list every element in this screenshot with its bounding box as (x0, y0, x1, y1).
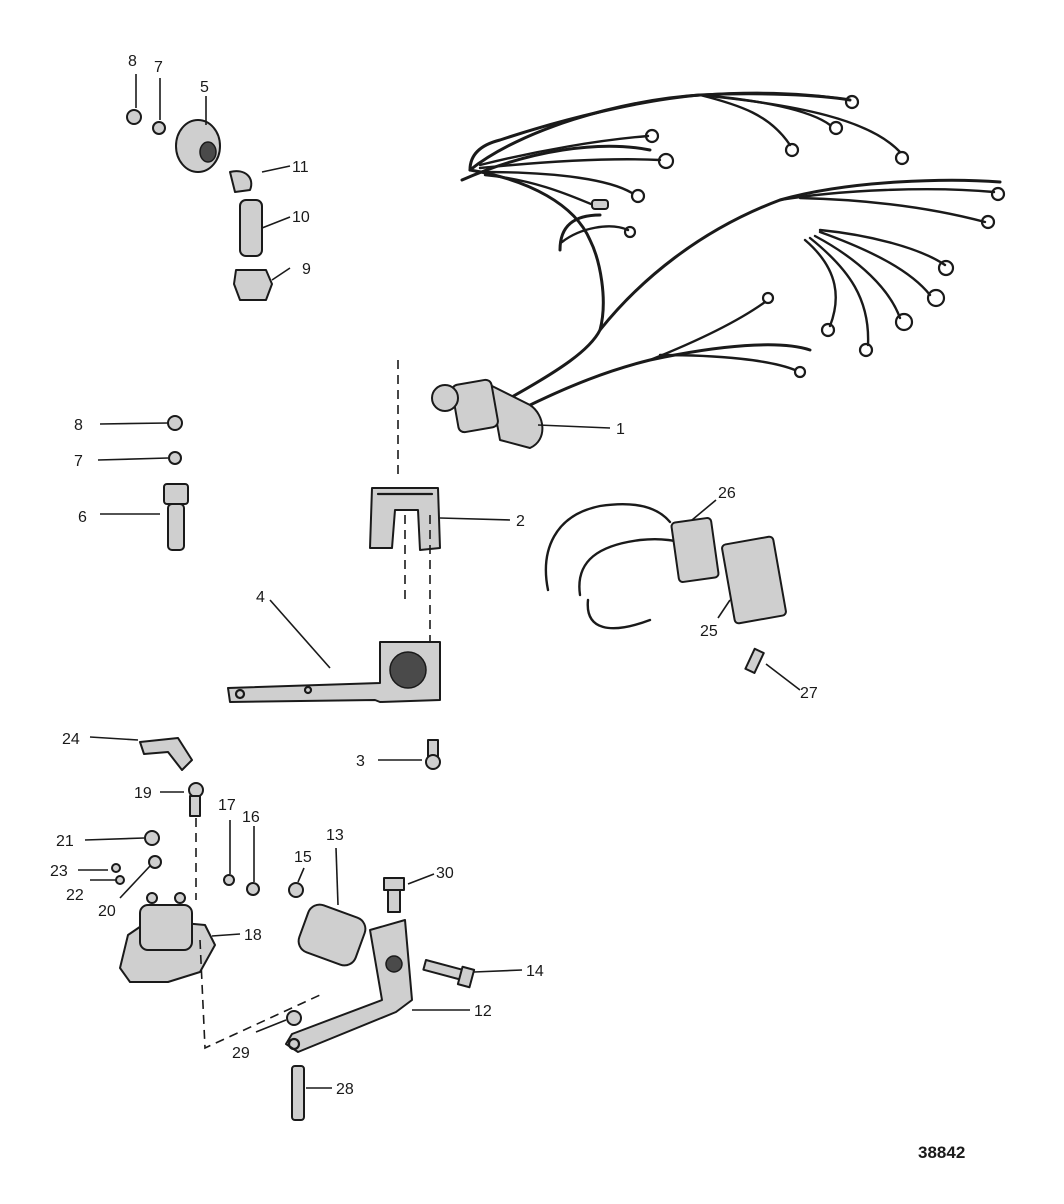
callout-27: 27 (800, 685, 818, 702)
callout-8-top: 8 (128, 53, 137, 70)
callout-24: 24 (62, 731, 80, 748)
leader-lines (78, 74, 801, 1089)
regulator-assembly (544, 503, 787, 674)
callout-29: 29 (232, 1045, 250, 1062)
bolt-30 (383, 877, 405, 913)
callout-21: 21 (56, 833, 74, 850)
screw (425, 739, 441, 770)
slave-solenoid (223, 874, 367, 967)
callout-6: 6 (78, 509, 87, 526)
callout-9: 9 (302, 261, 311, 278)
figure-number: 38842 (918, 1143, 965, 1162)
temperature-sender (163, 415, 189, 551)
callout-28: 28 (336, 1081, 354, 1098)
callout-13: 13 (326, 827, 344, 844)
callout-12: 12 (474, 1003, 492, 1020)
bolt-14 (422, 958, 476, 989)
callout-14: 14 (526, 963, 544, 980)
assembly-guide-line (397, 360, 431, 645)
mounting-bracket (227, 641, 441, 703)
callout-19: 19 (134, 785, 152, 802)
callout-labels: 8 7 5 11 10 9 1 8 7 6 2 26 4 25 27 24 3 … (50, 53, 965, 1162)
callout-20: 20 (98, 903, 116, 920)
callout-3: 3 (356, 753, 365, 770)
wiring-harness (431, 91, 1006, 449)
pressure-sender (126, 109, 273, 301)
callout-11: 11 (292, 159, 309, 176)
callout-10: 10 (292, 209, 310, 226)
callout-7-mid: 7 (74, 453, 83, 470)
connector-cover (369, 487, 441, 551)
callout-26: 26 (718, 485, 736, 502)
callout-30: 30 (436, 865, 454, 882)
callout-17: 17 (218, 797, 236, 814)
callout-22: 22 (66, 887, 84, 904)
callout-23: 23 (50, 863, 68, 880)
callout-1: 1 (616, 421, 625, 438)
callout-18: 18 (244, 927, 262, 944)
nut-29 (286, 1010, 302, 1026)
callout-8-mid: 8 (74, 417, 83, 434)
solenoid (111, 782, 216, 983)
callout-15: 15 (294, 849, 312, 866)
solenoid-guide-line (195, 818, 321, 1050)
callout-25: 25 (700, 623, 718, 640)
callout-7-top: 7 (154, 59, 163, 76)
callout-4: 4 (256, 589, 265, 606)
terminal-clip (139, 737, 193, 771)
stud-28 (291, 1065, 305, 1121)
callout-5: 5 (200, 79, 209, 96)
solenoid-bracket (285, 919, 413, 1053)
callout-16: 16 (242, 809, 260, 826)
callout-2: 2 (516, 513, 525, 530)
